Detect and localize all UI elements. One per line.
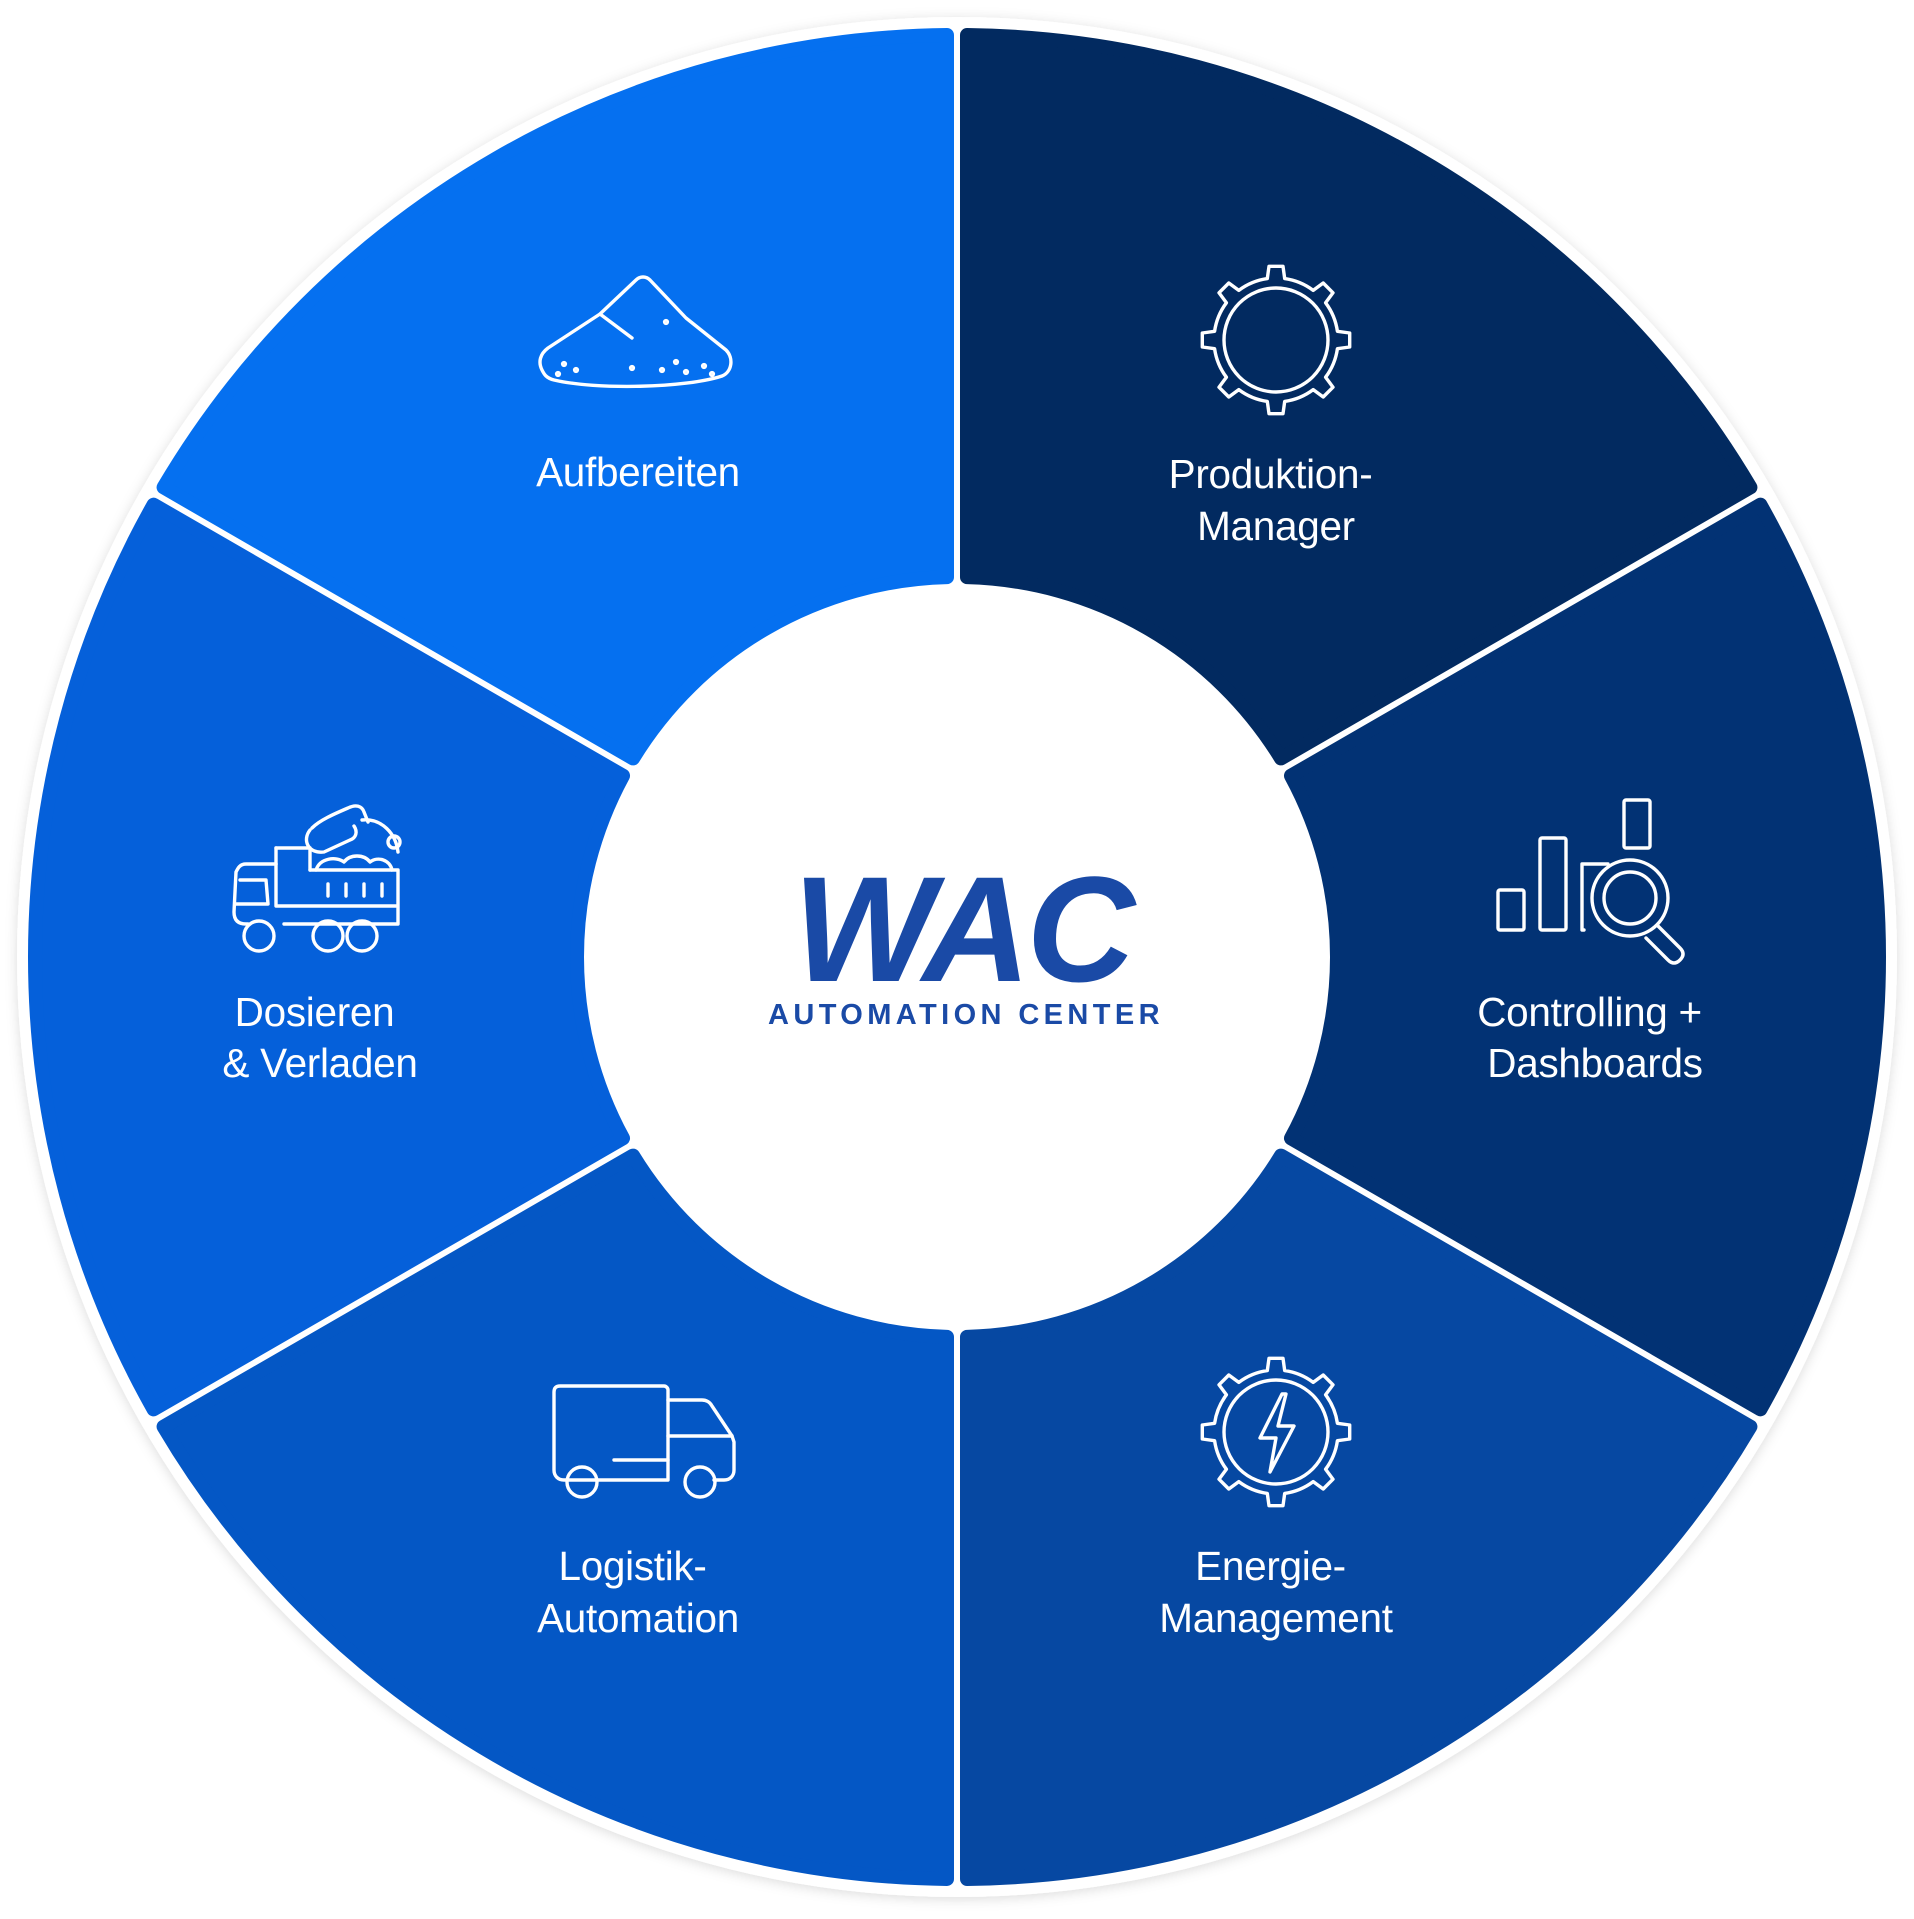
gear-lightning-icon [1200,1356,1352,1508]
bar-chart-search-icon [1496,798,1685,965]
segment-label-produktion-manager: Produktion- Manager [1169,451,1384,549]
dump-truck-excavator-icon [232,804,402,953]
segment-produktion-manager[interactable]: Produktion- Manager [959,28,1758,766]
segment-dosieren-verladen[interactable]: Dosieren & Verladen [28,497,631,1417]
segment-label-controlling-dashboards: Controlling + Dashboards [1477,989,1713,1086]
center-logo: WAC AUTOMATION CENTER [768,845,1164,1031]
segment-logistik-automation[interactable]: Logistik- Automation [156,1148,955,1886]
segment-energie-management[interactable]: Energie- Management [959,1148,1758,1886]
sand-pile-icon [538,275,733,389]
logo-tagline: AUTOMATION CENTER [768,999,1164,1031]
segment-label-energie-management: Energie- Management [1159,1543,1392,1641]
gear-icon [1200,264,1352,416]
segment-label-aufbereiten: Aufbereiten [536,449,740,495]
segment-aufbereiten[interactable]: Aufbereiten [156,28,955,766]
logo-wordmark: WAC [793,845,1138,1013]
segment-controlling-dashboards[interactable]: Controlling + Dashboards [1283,497,1887,1417]
delivery-truck-icon [552,1384,736,1499]
segment-label-dosieren-verladen: Dosieren & Verladen [222,989,417,1086]
center-disc [585,585,1329,1329]
segment-label-logistik-automation: Logistik- Automation [537,1543,739,1641]
